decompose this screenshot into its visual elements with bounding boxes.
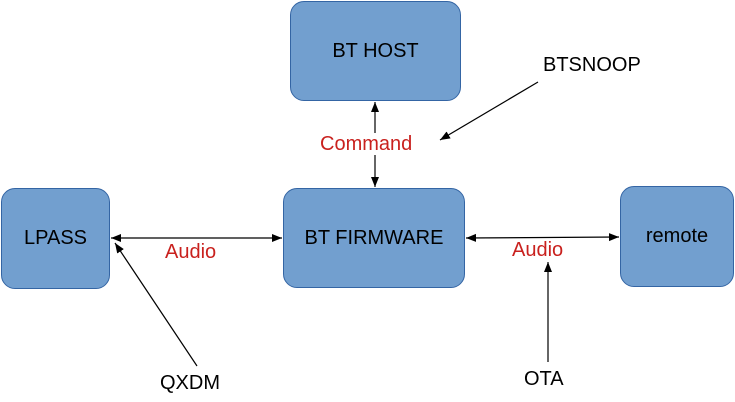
node-bt-firmware: BT FIRMWARE	[283, 188, 465, 288]
annotation-qxdm: QXDM	[160, 372, 220, 394]
node-remote-label: remote	[645, 225, 709, 247]
edge-label-command: Command	[319, 133, 414, 155]
edge-btsnoop-command	[439, 81, 539, 141]
edge-label-audio-lpass: Audio	[164, 241, 218, 263]
node-bt-host-label: BT HOST	[332, 39, 419, 62]
edge-qxdm-audio	[114, 242, 198, 367]
annotation-ota: OTA	[524, 368, 564, 390]
node-bt-host: BT HOST	[290, 1, 461, 101]
edge-label-audio-remote: Audio	[511, 239, 565, 261]
node-lpass: LPASS	[1, 188, 110, 289]
node-lpass-label: LPASS	[24, 227, 87, 249]
edge-firmware-remote	[465, 233, 620, 242]
node-bt-firmware-label: BT FIRMWARE	[304, 226, 444, 249]
node-remote: remote	[620, 186, 734, 287]
annotation-btsnoop: BTSNOOP	[543, 54, 641, 76]
